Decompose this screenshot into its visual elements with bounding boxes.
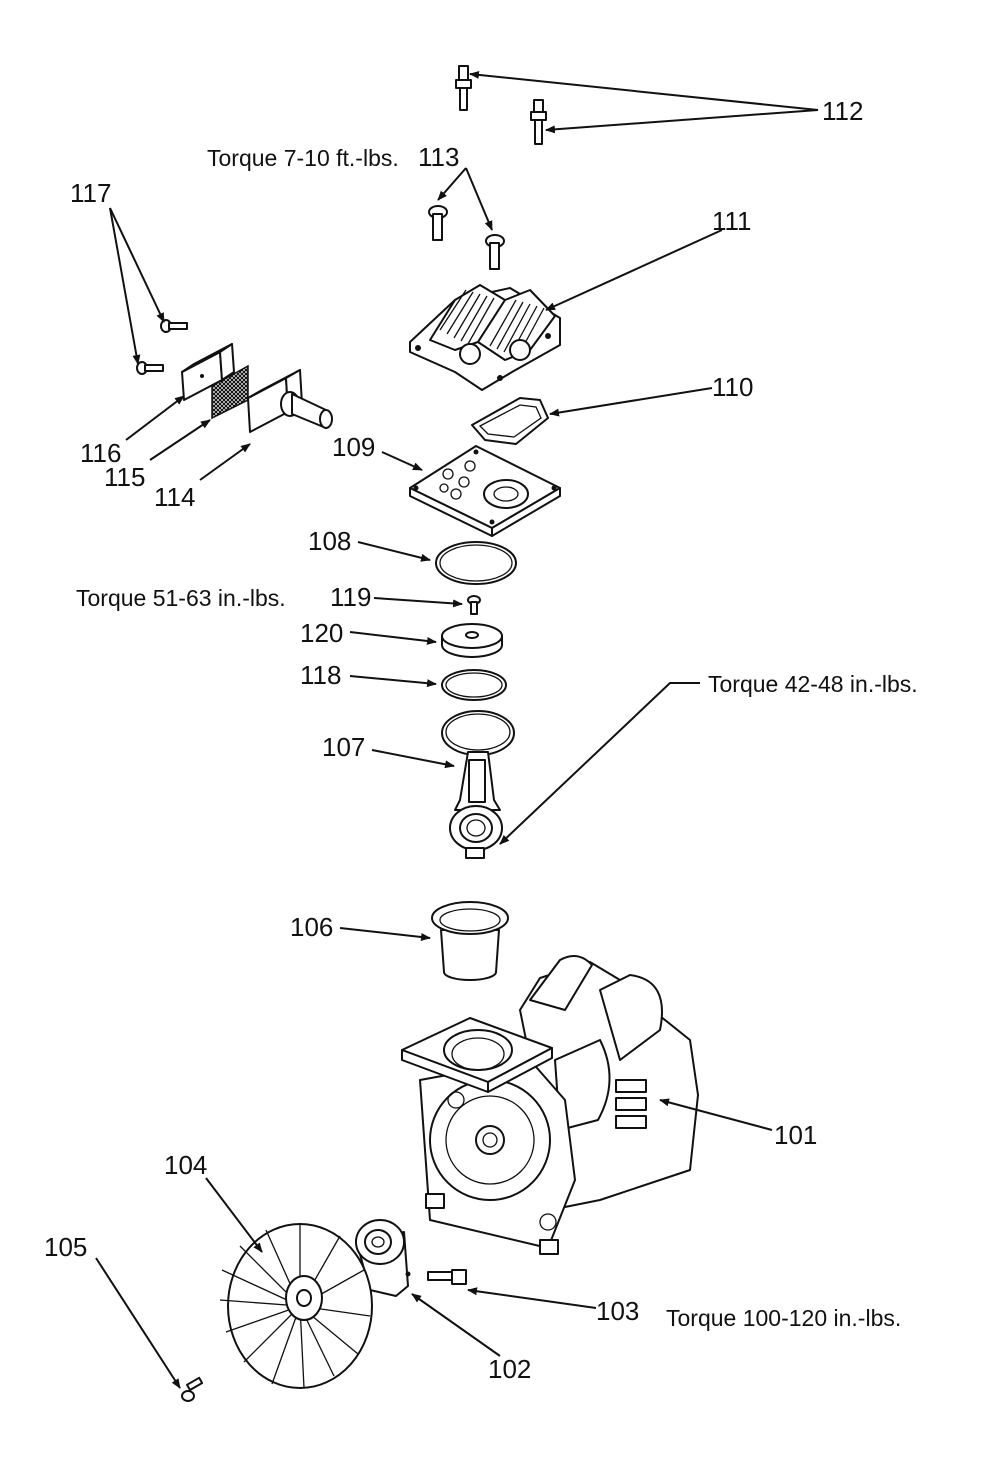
head-bolt-113-a xyxy=(428,205,448,241)
connecting-rod-107 xyxy=(441,710,515,859)
label-101: 101 xyxy=(774,1120,817,1150)
cylinder-sleeve-106 xyxy=(431,901,509,981)
label-117: 117 xyxy=(70,178,111,208)
label-119: 119 xyxy=(330,582,371,612)
bolt-103 xyxy=(427,1269,467,1285)
screw-117-b xyxy=(136,361,164,375)
label-114: 114 xyxy=(154,482,195,512)
label-113: 113 xyxy=(418,142,459,172)
label-107: 107 xyxy=(322,732,365,762)
screw-119 xyxy=(467,595,481,615)
torque-note-piston-screw: Torque 51-63 in.-lbs. xyxy=(76,585,286,611)
torque-note-connecting-rod: Torque 42-48 in.-lbs. xyxy=(708,671,918,697)
label-115: 115 xyxy=(104,462,145,492)
stud-112-b xyxy=(530,99,547,145)
label-102: 102 xyxy=(488,1354,531,1384)
label-120: 120 xyxy=(300,618,343,648)
stud-112-a xyxy=(455,65,472,111)
cylinder-head-111 xyxy=(409,284,561,391)
ring-118 xyxy=(441,669,507,701)
motor-crankcase-101 xyxy=(401,955,699,1255)
o-ring-108 xyxy=(435,541,517,585)
leader-arrows xyxy=(95,70,819,1389)
filter-housing-114 xyxy=(247,369,333,433)
torque-note-head-bolts: Torque 7-10 ft.-lbs. xyxy=(207,145,399,171)
screw-105 xyxy=(181,1376,204,1402)
gasket-110 xyxy=(471,397,549,445)
retainer-plate-120 xyxy=(441,623,503,658)
label-105: 105 xyxy=(44,1232,87,1262)
fan-104 xyxy=(219,1223,373,1389)
label-109: 109 xyxy=(332,432,375,462)
label-118: 118 xyxy=(300,660,341,690)
head-bolt-113-b xyxy=(485,234,505,270)
label-112: 112 xyxy=(822,96,863,126)
label-104: 104 xyxy=(164,1150,207,1180)
label-110: 110 xyxy=(712,372,753,402)
label-106: 106 xyxy=(290,912,333,942)
label-116: 116 xyxy=(80,438,121,468)
screw-117-a xyxy=(160,319,188,333)
label-108: 108 xyxy=(308,526,351,556)
valve-plate-109 xyxy=(409,445,561,537)
torque-note-fan-screw: Torque 100-120 in.-lbs. xyxy=(666,1305,901,1331)
label-103: 103 xyxy=(596,1296,639,1326)
filter-cover-116 xyxy=(181,343,235,401)
label-111: 111 xyxy=(712,206,752,236)
